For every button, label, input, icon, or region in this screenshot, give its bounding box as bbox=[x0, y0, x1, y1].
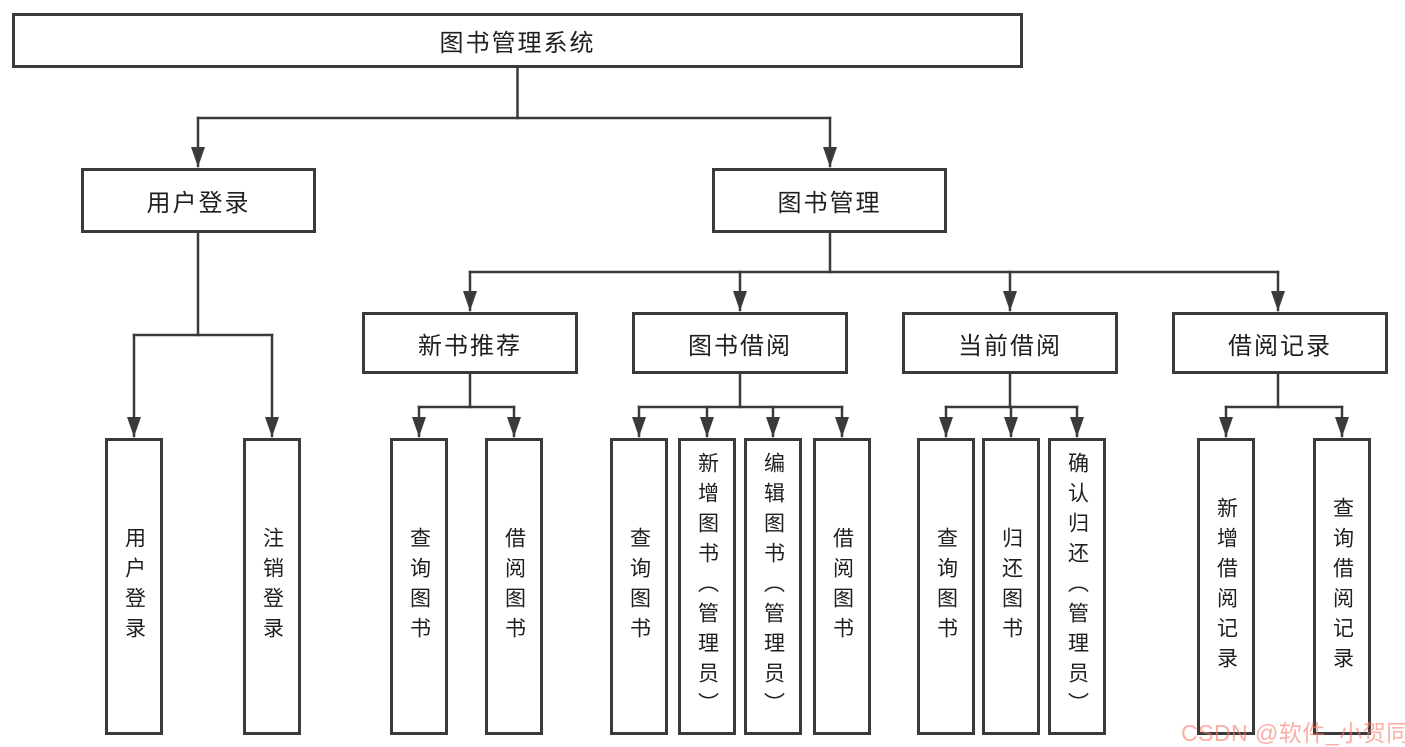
leaf-user-login: 用户登录 bbox=[105, 438, 163, 735]
node-root: 图书管理系统 bbox=[12, 13, 1023, 68]
node-user-login: 用户登录 bbox=[81, 168, 316, 233]
leaf-edit-book-admin: 编辑图书（管理员） bbox=[744, 438, 802, 735]
leaf-query-borrow-record: 查询借阅记录 bbox=[1313, 438, 1371, 735]
node-current-borrow: 当前借阅 bbox=[902, 312, 1118, 374]
leaf-confirm-return-admin: 确认归还（管理员） bbox=[1048, 438, 1106, 735]
leaf-return-books: 归还图书 bbox=[982, 438, 1040, 735]
leaf-borrow-books-borrow: 借阅图书 bbox=[813, 438, 871, 735]
tree-connectors bbox=[127, 66, 1349, 438]
node-book-management: 图书管理 bbox=[712, 168, 947, 233]
watermark: CSDN @软件_小贺同学 bbox=[1181, 720, 1405, 746]
leaf-borrow-books-recommend: 借阅图书 bbox=[485, 438, 543, 735]
leaf-query-books-recommend: 查询图书 bbox=[390, 438, 448, 735]
leaf-logout: 注销登录 bbox=[243, 438, 301, 735]
leaf-add-borrow-record: 新增借阅记录 bbox=[1197, 438, 1255, 735]
leaf-add-book-admin: 新增图书（管理员） bbox=[678, 438, 736, 735]
node-new-book-recommend: 新书推荐 bbox=[362, 312, 578, 374]
node-book-borrow: 图书借阅 bbox=[632, 312, 848, 374]
node-borrow-records: 借阅记录 bbox=[1172, 312, 1388, 374]
leaf-query-books-current: 查询图书 bbox=[917, 438, 975, 735]
leaf-query-books-borrow: 查询图书 bbox=[610, 438, 668, 735]
